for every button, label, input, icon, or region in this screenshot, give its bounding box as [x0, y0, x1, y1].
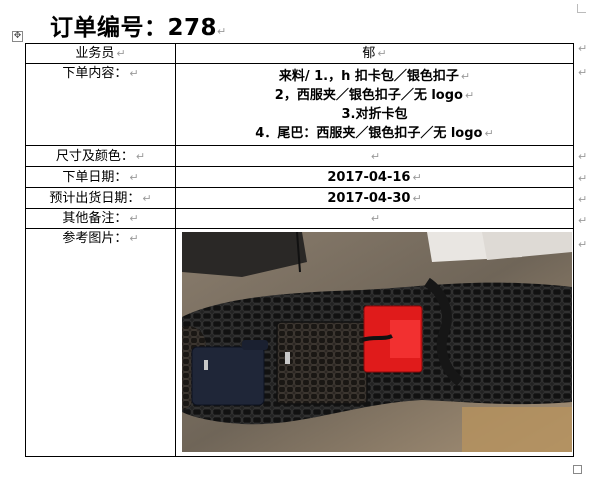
order-title: 订单编号：278↵: [50, 8, 227, 42]
size-color-value-cell[interactable]: ↵: [175, 145, 574, 167]
ship-date-label: 预计出货日期：: [49, 190, 141, 206]
table-resize-handle[interactable]: [573, 465, 582, 474]
content-line-text: 来料/ 1.，h 扣卡包／银色扣子: [278, 68, 459, 84]
croc-wallet: [276, 321, 368, 405]
content-line-text: 3.对折卡包: [341, 106, 408, 122]
row-end-mark: ↵: [578, 214, 588, 227]
dark-bag: [182, 232, 307, 277]
cell-mark: ↵: [370, 149, 381, 163]
content-value-cell[interactable]: 来料/ 1.，h 扣卡包／银色扣子↵ 2，西服夹／银色扣子／无 logo↵ 3.…: [175, 63, 574, 146]
order-date-label-cell[interactable]: 下单日期：↵: [25, 166, 176, 188]
order-date-label: 下单日期：: [62, 169, 128, 185]
paper-sheet: [482, 232, 572, 260]
row-end-mark: ↵: [578, 172, 588, 185]
content-line: 2，西服夹／银色扣子／无 logo↵: [178, 86, 571, 105]
row-end-mark: ↵: [578, 193, 588, 206]
salesperson-label: 业务员: [75, 46, 115, 61]
cell-mark: ↵: [116, 47, 126, 60]
salesperson-value-cell[interactable]: 郁↵: [175, 43, 574, 64]
table-row: 下单日期：↵ 2017-04-16↵: [25, 166, 574, 188]
table-row: 预计出货日期：↵ 2017-04-30↵: [25, 187, 574, 209]
cell-mark: ↵: [129, 212, 139, 225]
order-table: 业务员↵ 郁↵ 下单内容：↵ 来料/ 1.，h 扣卡包／银色扣子↵ 2，西服夹／…: [25, 43, 574, 457]
order-date-value: 2017-04-16: [327, 169, 411, 185]
content-label-cell[interactable]: 下单内容：↵: [25, 63, 176, 146]
cell-mark: ↵: [129, 67, 139, 80]
cell-mark: ↵: [412, 170, 422, 184]
cell-mark: ↵: [129, 232, 139, 245]
reference-photo[interactable]: [182, 232, 572, 452]
size-color-label: 尺寸及颜色：: [55, 148, 134, 164]
ship-date-value: 2017-04-30: [327, 190, 411, 206]
order-title-text: 订单编号：278: [50, 15, 218, 41]
table-row: 其他备注：↵ ↵: [25, 208, 574, 229]
table-row: 下单内容：↵ 来料/ 1.，h 扣卡包／银色扣子↵ 2，西服夹／银色扣子／无 l…: [25, 63, 574, 146]
row-end-mark: ↵: [578, 42, 588, 55]
cell-mark: ↵: [142, 191, 152, 205]
table-row: 尺寸及颜色：↵ ↵: [25, 145, 574, 167]
content-line: 4．尾巴：西服夹／银色扣子／无 logo↵: [178, 124, 571, 143]
content-line-text: 2，西服夹／银色扣子／无 logo: [274, 87, 463, 103]
cell-mark: ↵: [412, 191, 422, 205]
ship-date-label-cell[interactable]: 预计出货日期：↵: [25, 187, 176, 209]
content-line: 来料/ 1.，h 扣卡包／银色扣子↵: [178, 67, 571, 86]
notes-label: 其他备注：: [62, 211, 128, 226]
photo-cell[interactable]: [175, 228, 574, 457]
table-row: 业务员↵ 郁↵: [25, 43, 574, 64]
notes-value-cell[interactable]: ↵: [175, 208, 574, 229]
navy-card-holder: [191, 346, 265, 406]
salesperson-label-cell[interactable]: 业务员↵: [25, 43, 176, 64]
cell-mark: ↵: [460, 69, 471, 83]
photo-label: 参考图片：: [62, 231, 128, 246]
row-end-mark: ↵: [578, 150, 588, 163]
content-line: 3.对折卡包: [178, 105, 571, 124]
cell-mark: ↵: [370, 212, 381, 225]
row-end-mark: ↵: [578, 66, 588, 79]
order-date-value-cell[interactable]: 2017-04-16↵: [175, 166, 574, 188]
cell-mark: ↵: [377, 47, 387, 60]
cell-mark: ↵: [484, 126, 494, 140]
content-line-text: 4．尾巴：西服夹／银色扣子／无 logo: [255, 125, 483, 141]
margin-corner-mark: [577, 4, 586, 13]
salesperson-value: 郁: [362, 46, 376, 61]
table-row: 参考图片：↵: [25, 228, 574, 457]
cell-mark: ↵: [129, 170, 139, 184]
notes-label-cell[interactable]: 其他备注：↵: [25, 208, 176, 229]
row-end-mark: ↵: [578, 238, 588, 251]
cell-mark: ↵: [464, 88, 475, 102]
paragraph-mark: ↵: [217, 25, 227, 38]
content-label: 下单内容：: [62, 66, 128, 81]
cell-mark: ↵: [135, 149, 146, 163]
photo-label-cell[interactable]: 参考图片：↵: [25, 228, 176, 457]
table-move-handle-icon[interactable]: ✥: [12, 31, 23, 42]
ship-date-value-cell[interactable]: 2017-04-30↵: [175, 187, 574, 209]
size-color-label-cell[interactable]: 尺寸及颜色：↵: [25, 145, 176, 167]
